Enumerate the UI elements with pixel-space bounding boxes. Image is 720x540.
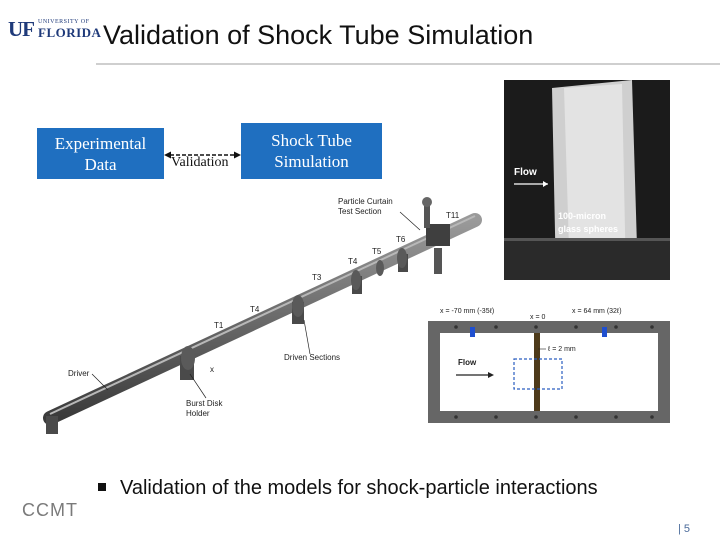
experimental-data-box: Experimental Data bbox=[37, 128, 164, 179]
page-number: | 5 bbox=[678, 523, 691, 535]
validation-arrow bbox=[164, 151, 241, 159]
label-t1: T1 bbox=[214, 321, 224, 330]
title-divider bbox=[96, 63, 720, 65]
label-driver: Driver bbox=[68, 369, 90, 378]
experimental-line1: Experimental bbox=[54, 133, 147, 153]
experimental-line2: Data bbox=[84, 154, 117, 174]
shock-tube-rendering: Particle Curtain Test Section T11 T6 T5 … bbox=[43, 197, 482, 434]
label-t6: T6 bbox=[396, 235, 406, 244]
label-t4b: T4 bbox=[250, 305, 260, 314]
logo-florida: FLORIDA bbox=[38, 25, 102, 40]
test-section-diagram: x = -70 mm (-35ℓ) x = 0 x = 64 mm (32ℓ) … bbox=[428, 308, 670, 423]
diagram-x-zero: x = 0 bbox=[530, 314, 545, 321]
logo-uf: UF bbox=[8, 17, 35, 41]
page-title: Validation of Shock Tube Simulation bbox=[103, 20, 534, 50]
label-particle-curtain: Particle Curtain bbox=[338, 197, 393, 206]
diagram-thickness: ℓ = 2 mm bbox=[547, 346, 576, 353]
tube-body bbox=[43, 197, 482, 434]
label-t5: T5 bbox=[372, 247, 382, 256]
curtain-flow-label: Flow bbox=[514, 167, 537, 178]
spheres-line1: 100-micron bbox=[558, 211, 606, 221]
logo-university-of: UNIVERSITY OF bbox=[38, 19, 90, 25]
label-t3: T3 bbox=[312, 273, 322, 282]
diagram-flow-label: Flow bbox=[458, 358, 477, 367]
label-test-section: Test Section bbox=[338, 207, 382, 216]
diagram-x-left: x = -70 mm (-35ℓ) bbox=[440, 308, 494, 315]
particle-curtain-photo: Flow 100-micron glass spheres bbox=[504, 80, 670, 280]
shock-tube-simulation-box: Shock Tube Simulation bbox=[241, 123, 382, 179]
label-t4a: T4 bbox=[348, 257, 358, 266]
bullet-item: Validation of the models for shock-parti… bbox=[98, 477, 598, 500]
bullet-square-icon bbox=[98, 483, 106, 491]
simulation-line2: Simulation bbox=[274, 152, 349, 171]
label-t11: T11 bbox=[446, 211, 460, 220]
ccmt-footer-logo: CCMT bbox=[22, 500, 78, 520]
label-x-axis: x bbox=[210, 365, 214, 374]
validation-label: Validation bbox=[171, 155, 229, 170]
spheres-line2: glass spheres bbox=[558, 224, 618, 234]
uf-logo: UF UNIVERSITY OF FLORIDA bbox=[8, 17, 101, 41]
bullet-text: Validation of the models for shock-parti… bbox=[120, 477, 598, 499]
label-burst-disk: Burst Disk bbox=[186, 399, 223, 408]
label-holder: Holder bbox=[186, 409, 210, 418]
diagram-x-right: x = 64 mm (32ℓ) bbox=[572, 308, 622, 315]
label-driven-sections: Driven Sections bbox=[284, 353, 340, 362]
simulation-line1: Shock Tube bbox=[271, 131, 352, 150]
